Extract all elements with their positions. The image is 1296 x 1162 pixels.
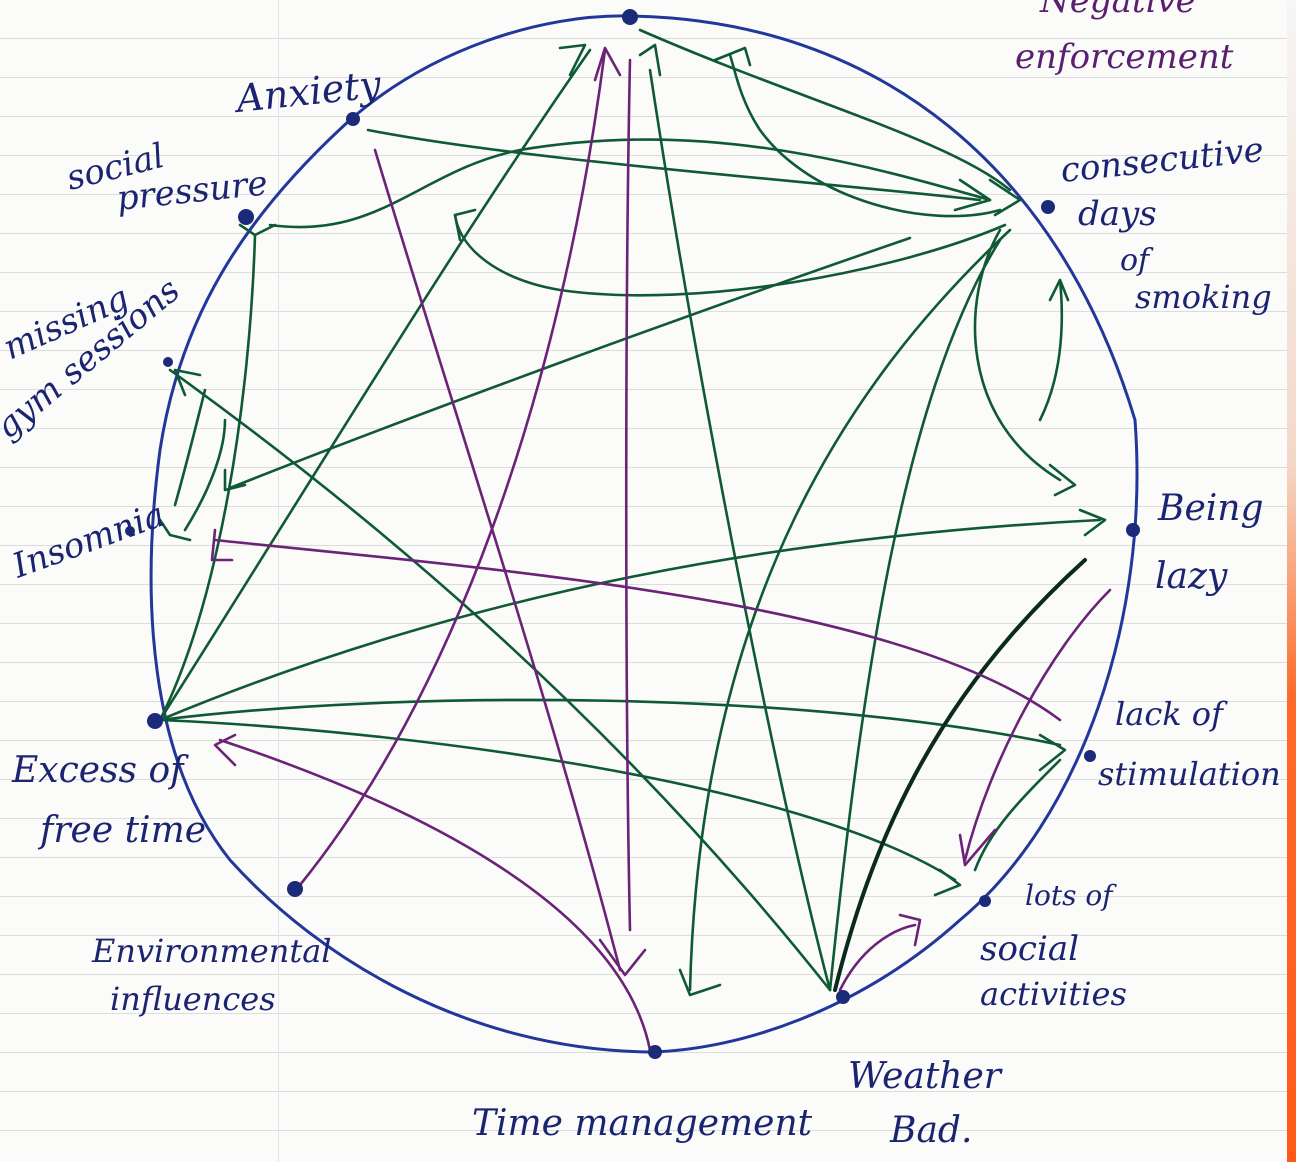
arrowhead	[1038, 733, 1067, 772]
edge-consecutive-to-insomnia	[228, 236, 912, 490]
edge-insomnia-to-lack-stimulation	[213, 538, 1062, 722]
label-environmental-1: Environmental	[91, 932, 332, 970]
nodes	[125, 9, 1140, 1059]
green-edges	[158, 28, 1102, 992]
arrowhead	[933, 868, 962, 897]
edge-insomnia-to-missing-gym	[183, 418, 227, 532]
arrowhead	[988, 178, 1022, 217]
edge-anxiety-to-time-management	[373, 148, 622, 972]
arrowhead	[678, 968, 722, 997]
label-insomnia: Insomnia	[6, 495, 170, 587]
edge-consecutive-to-social	[453, 213, 1007, 297]
label-lack-stimulation-2: stimulation	[1098, 755, 1281, 793]
edge-anxiety-to-consecutive	[366, 128, 982, 202]
node-lots-social	[979, 895, 991, 907]
label-being-lazy-2: lazy	[1155, 556, 1228, 597]
arrowhead	[210, 528, 234, 562]
label-lots-social-2: social	[980, 929, 1079, 969]
edge-free-time-to-being-lazy	[158, 518, 1102, 722]
arrowhead	[1048, 463, 1077, 497]
label-environmental-2: influences	[110, 980, 276, 1018]
label-consecutive-3: of	[1120, 243, 1154, 278]
node-insomnia	[125, 526, 135, 536]
edge-free-time-to-social-pressure	[158, 233, 257, 722]
edge-consecutive-to-free-time	[688, 228, 1012, 992]
arrowhead	[898, 913, 922, 947]
label-lots-social-1: lots of	[1025, 879, 1117, 912]
arrowhead	[223, 468, 247, 492]
arrowhead	[1078, 508, 1107, 537]
label-weather-2: Bad.	[889, 1110, 972, 1151]
label-being-lazy-1: Being	[1157, 488, 1264, 529]
edge-consecutive-to-node-top-a	[638, 28, 1012, 192]
label-consecutive-1: consecutive	[1059, 130, 1266, 191]
node-consecutive-smoking	[1041, 200, 1055, 214]
edge-weather-to-consecutive	[828, 238, 1002, 992]
edge-time-management-to-free-time	[218, 738, 652, 1052]
edge-top-to-time-management	[624, 58, 632, 932]
node-negative-reinforcement	[622, 9, 638, 25]
edge-free-time-to-top-node	[158, 48, 592, 722]
edge-consecutive-to-being-lazy	[973, 228, 1062, 482]
label-weather-1: Weather	[848, 1056, 1003, 1097]
arrowhead	[213, 733, 237, 767]
edge-being-lazy-to-consecutive	[1038, 278, 1064, 422]
edge-free-time-to-social-activities	[158, 718, 957, 882]
node-time-management	[648, 1045, 662, 1059]
arrowhead	[953, 178, 992, 212]
node-being-lazy	[1126, 523, 1140, 537]
arrowhead	[593, 46, 622, 82]
paper-margin-line	[278, 0, 279, 1162]
arrowhead	[1048, 278, 1070, 302]
arrowhead	[558, 43, 587, 77]
edge-dark-weather-to-being-lazy	[833, 558, 1087, 992]
label-excess-free-time-1: Excess of	[11, 750, 189, 791]
node-social-pressure	[238, 209, 254, 225]
edge-free-time-to-lack-stimulation	[158, 698, 1062, 747]
arrowhead	[453, 208, 477, 242]
arrowhead	[638, 43, 662, 77]
node-lack-stimulation	[1084, 750, 1096, 762]
node-anxiety	[346, 112, 360, 126]
diagram-circle	[149, 14, 1139, 1054]
labels: Negative enforcement Anxiety social pres…	[0, 0, 1281, 1151]
label-time-management: Time management	[472, 1103, 813, 1144]
label-lack-stimulation-1: lack of	[1115, 695, 1228, 733]
edge-social-to-consecutive	[268, 138, 992, 229]
edge-environmental-to-top	[298, 48, 607, 887]
node-weather-bad	[836, 990, 850, 1004]
label-negative-reinforcement-2: enforcement	[1015, 37, 1234, 77]
node-missing-gym	[163, 357, 173, 367]
arrowhead	[958, 828, 997, 867]
label-negative-reinforcement-1: Negative	[1039, 0, 1196, 21]
node-excess-free-time	[147, 713, 163, 729]
purple-edges	[213, 48, 1112, 1052]
edge-weather-to-missing-gym	[168, 368, 832, 992]
edge-being-lazy-to-social-activities	[963, 588, 1112, 862]
label-consecutive-2: days	[1078, 194, 1157, 234]
arrowhead	[598, 938, 647, 977]
edge-weather-to-top	[648, 68, 832, 992]
edge-weather-to-social-activities	[838, 923, 917, 992]
arrowhead	[238, 223, 277, 237]
edge-missing-gym-to-insomnia	[173, 388, 207, 507]
arrowheads	[158, 43, 1107, 997]
edge-lack-stimulation-to-social-activities	[973, 758, 1062, 872]
edge-consecutive-to-node-top-b	[728, 53, 1002, 218]
paper-edge-strip	[1287, 0, 1296, 1162]
label-consecutive-4: smoking	[1135, 278, 1272, 316]
label-excess-free-time-2: free time	[37, 810, 206, 851]
arrowhead	[158, 518, 192, 542]
arrowhead	[173, 368, 202, 397]
label-lots-social-3: activities	[980, 975, 1127, 1013]
node-environmental	[287, 881, 303, 897]
arrowhead	[713, 46, 752, 67]
